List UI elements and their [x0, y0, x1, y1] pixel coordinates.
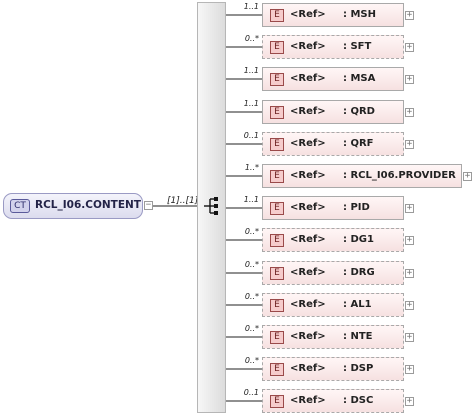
- sequence-bar: [197, 2, 226, 413]
- element-badge: E: [270, 331, 284, 344]
- element-name: : QRD: [343, 106, 375, 117]
- element-badge: E: [270, 170, 284, 183]
- element-cardinality: 0..*: [244, 292, 259, 301]
- element-cardinality: 0..*: [244, 324, 259, 333]
- expand-toggle-icon[interactable]: +: [405, 10, 414, 20]
- element-cardinality: 0..*: [244, 34, 259, 43]
- complex-type-badge: CT: [10, 199, 30, 213]
- expand-toggle-icon[interactable]: +: [405, 396, 414, 406]
- element-name: : SFT: [343, 41, 372, 52]
- element-ref-label: <Ref>: [290, 73, 326, 84]
- element-cardinality: 1..1: [243, 66, 259, 75]
- element-node[interactable]: E <Ref> : SFT: [262, 35, 404, 59]
- element-node[interactable]: E <Ref> : NTE: [262, 325, 404, 349]
- element-ref-label: <Ref>: [290, 170, 326, 181]
- sequence-compositor-icon[interactable]: [203, 196, 221, 216]
- element-cardinality: 0..1: [243, 131, 259, 140]
- element-node[interactable]: E <Ref> : DG1: [262, 228, 404, 252]
- element-name: : MSA: [343, 73, 376, 84]
- element-ref-label: <Ref>: [290, 331, 326, 342]
- expand-toggle-icon[interactable]: +: [463, 171, 472, 181]
- element-name: : QRF: [343, 138, 374, 149]
- element-ref-label: <Ref>: [290, 363, 326, 374]
- expand-toggle-icon[interactable]: +: [405, 235, 414, 245]
- expand-toggle-icon[interactable]: +: [405, 332, 414, 342]
- element-node[interactable]: E <Ref> : MSA: [262, 67, 404, 91]
- element-cardinality: 0..*: [244, 260, 259, 269]
- element-badge: E: [270, 138, 284, 151]
- element-cardinality: 1..1: [243, 2, 259, 11]
- expand-toggle-icon[interactable]: +: [405, 139, 414, 149]
- element-name: : RCL_I06.PROVIDER: [343, 170, 456, 181]
- element-badge: E: [270, 234, 284, 247]
- expand-toggle-icon[interactable]: +: [405, 300, 414, 310]
- element-ref-label: <Ref>: [290, 395, 326, 406]
- element-name: : AL1: [343, 299, 372, 310]
- element-ref-label: <Ref>: [290, 41, 326, 52]
- element-ref-label: <Ref>: [290, 267, 326, 278]
- element-name: : MSH: [343, 9, 377, 20]
- element-badge: E: [270, 106, 284, 119]
- element-node[interactable]: E <Ref> : QRF: [262, 132, 404, 156]
- element-node[interactable]: E <Ref> : DSP: [262, 357, 404, 381]
- element-cardinality: 1..*: [244, 163, 259, 172]
- element-badge: E: [270, 41, 284, 54]
- root-cardinality: [1]..[1]: [167, 196, 199, 206]
- element-badge: E: [270, 202, 284, 215]
- element-name: : NTE: [343, 331, 373, 342]
- element-name: : DSP: [343, 363, 374, 374]
- element-node[interactable]: E <Ref> : PID: [262, 196, 404, 220]
- element-cardinality: 0..1: [243, 388, 259, 397]
- element-badge: E: [270, 395, 284, 408]
- element-badge: E: [270, 267, 284, 280]
- element-badge: E: [270, 299, 284, 312]
- element-node[interactable]: E <Ref> : MSH: [262, 3, 404, 27]
- complex-type-node[interactable]: CT RCL_I06.CONTENT: [3, 193, 143, 219]
- element-ref-label: <Ref>: [290, 234, 326, 245]
- element-node[interactable]: E <Ref> : RCL_I06.PROVIDER: [262, 164, 462, 188]
- element-node[interactable]: E <Ref> : DSC: [262, 389, 404, 413]
- element-cardinality: 1..1: [243, 99, 259, 108]
- element-ref-label: <Ref>: [290, 299, 326, 310]
- element-cardinality: 1..1: [243, 195, 259, 204]
- expand-toggle-icon[interactable]: +: [405, 268, 414, 278]
- element-badge: E: [270, 73, 284, 86]
- element-name: : DRG: [343, 267, 375, 278]
- element-node[interactable]: E <Ref> : AL1: [262, 293, 404, 317]
- element-name: : PID: [343, 202, 370, 213]
- expand-toggle-icon[interactable]: +: [405, 74, 414, 84]
- element-node[interactable]: E <Ref> : DRG: [262, 261, 404, 285]
- element-badge: E: [270, 363, 284, 376]
- element-name: : DG1: [343, 234, 374, 245]
- expand-toggle-icon[interactable]: +: [405, 203, 414, 213]
- element-name: : DSC: [343, 395, 374, 406]
- expand-toggle-icon[interactable]: +: [405, 42, 414, 52]
- element-node[interactable]: E <Ref> : QRD: [262, 100, 404, 124]
- expand-toggle-icon[interactable]: +: [405, 107, 414, 117]
- element-ref-label: <Ref>: [290, 138, 326, 149]
- complex-type-name: RCL_I06.CONTENT: [35, 199, 141, 211]
- expand-toggle-icon[interactable]: +: [405, 364, 414, 374]
- element-cardinality: 0..*: [244, 227, 259, 236]
- collapse-toggle-icon[interactable]: −: [144, 200, 153, 210]
- element-ref-label: <Ref>: [290, 9, 326, 20]
- element-ref-label: <Ref>: [290, 106, 326, 117]
- element-badge: E: [270, 9, 284, 22]
- element-cardinality: 0..*: [244, 356, 259, 365]
- element-ref-label: <Ref>: [290, 202, 326, 213]
